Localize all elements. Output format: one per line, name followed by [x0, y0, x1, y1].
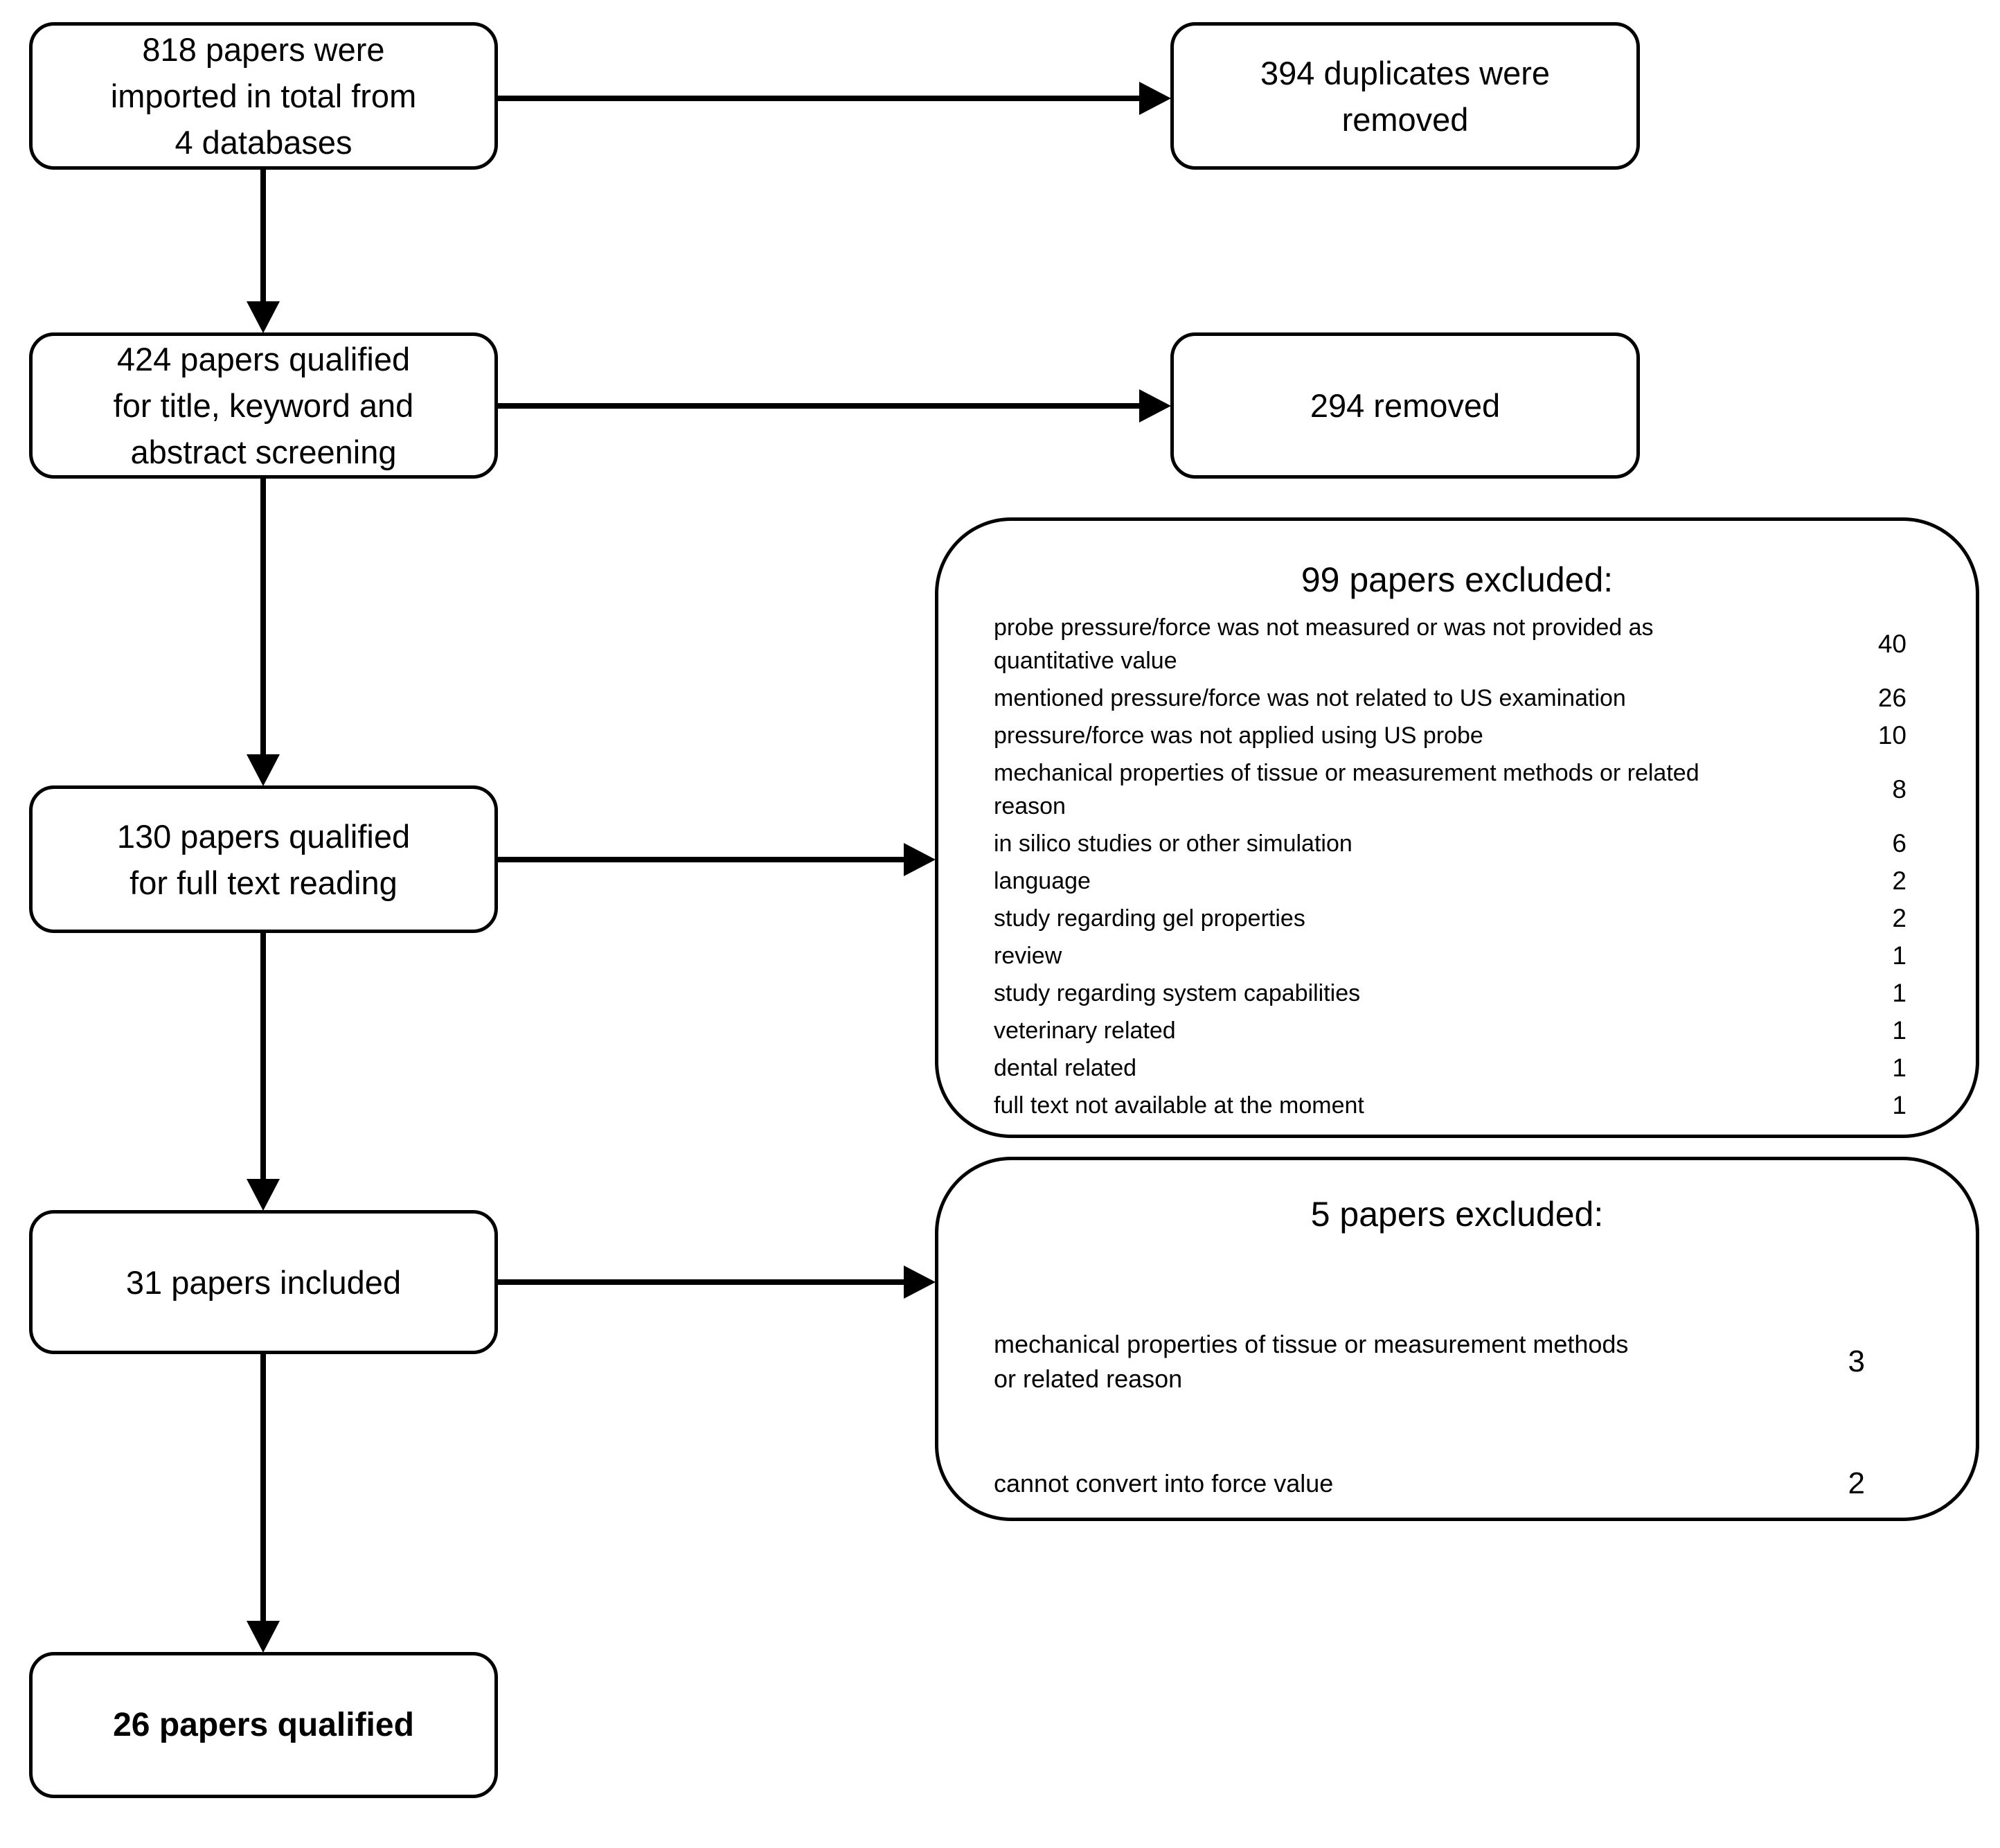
exclusion-reason-row: cannot convert into force value 2 — [994, 1466, 1865, 1500]
excluded-99-list: probe pressure/force was not measured or… — [994, 609, 1976, 1124]
excluded-5-title: 5 papers excluded: — [1310, 1195, 1604, 1234]
arrowhead-right-icon — [1139, 389, 1171, 423]
edge-screening-to-fulltext — [260, 479, 266, 754]
exclusion-reason-row: study regarding system capabilities 1 — [994, 979, 1907, 1007]
exclusion-reason-row: mechanical properties of tissue or measu… — [994, 1330, 1865, 1393]
exclusion-reason-row: mechanical properties of tissue or measu… — [994, 760, 1907, 819]
node-papers-included-31: 31 papers included — [29, 1210, 498, 1354]
arrowhead-down-icon — [247, 1179, 280, 1211]
exclusion-reason-row: in silico studies or other simulation 6 — [994, 829, 1907, 858]
arrowhead-right-icon — [1139, 82, 1171, 115]
arrowhead-right-icon — [904, 1265, 936, 1299]
arrowhead-down-icon — [247, 301, 280, 333]
node-papers-qualified-26: 26 papers qualified — [29, 1652, 498, 1798]
exclusion-reason-row: full text not available at the moment 1 — [994, 1091, 1907, 1119]
node-duplicates-removed-394: 394 duplicates were removed — [1170, 22, 1640, 170]
exclusion-reason-row: dental related 1 — [994, 1054, 1907, 1082]
arrowhead-down-icon — [247, 754, 280, 786]
excluded-5-list: mechanical properties of tissue or measu… — [994, 1325, 1976, 1503]
exclusion-reason-row: study regarding gel properties 2 — [994, 904, 1907, 932]
arrowhead-down-icon — [247, 1621, 280, 1653]
edge-imported-to-screening — [260, 170, 266, 301]
exclusion-reason-row: language 2 — [994, 867, 1907, 895]
node-title-keyword-abstract-screening-424: 424 papers qualified for title, keyword … — [29, 332, 498, 479]
exclusion-reason-row: probe pressure/force was not measured or… — [994, 614, 1907, 674]
edge-included-to-qualified — [260, 1354, 266, 1621]
exclusion-reason-row: pressure/force was not applied using US … — [994, 721, 1907, 749]
exclusion-reason-row: mentioned pressure/force was not related… — [994, 684, 1907, 712]
edge-included-to-excluded5 — [498, 1279, 904, 1285]
exclusion-reason-row: veterinary related 1 — [994, 1016, 1907, 1045]
edge-fulltext-to-excluded99 — [498, 857, 904, 862]
node-removed-294: 294 removed — [1170, 332, 1640, 479]
edge-fulltext-to-included — [260, 933, 266, 1179]
node-full-text-reading-130: 130 papers qualified for full text readi… — [29, 785, 498, 933]
edge-imported-to-duplicates — [498, 96, 1139, 101]
node-imported-818: 818 papers were imported in total from 4… — [29, 22, 498, 170]
node-excluded-99: 99 papers excluded: probe pressure/force… — [935, 517, 1979, 1138]
node-excluded-5: 5 papers excluded: mechanical properties… — [935, 1157, 1979, 1521]
edge-screening-to-removed — [498, 403, 1139, 409]
arrowhead-right-icon — [904, 843, 936, 876]
exclusion-reason-row: review 1 — [994, 941, 1907, 970]
excluded-99-title: 99 papers excluded: — [1301, 560, 1614, 599]
